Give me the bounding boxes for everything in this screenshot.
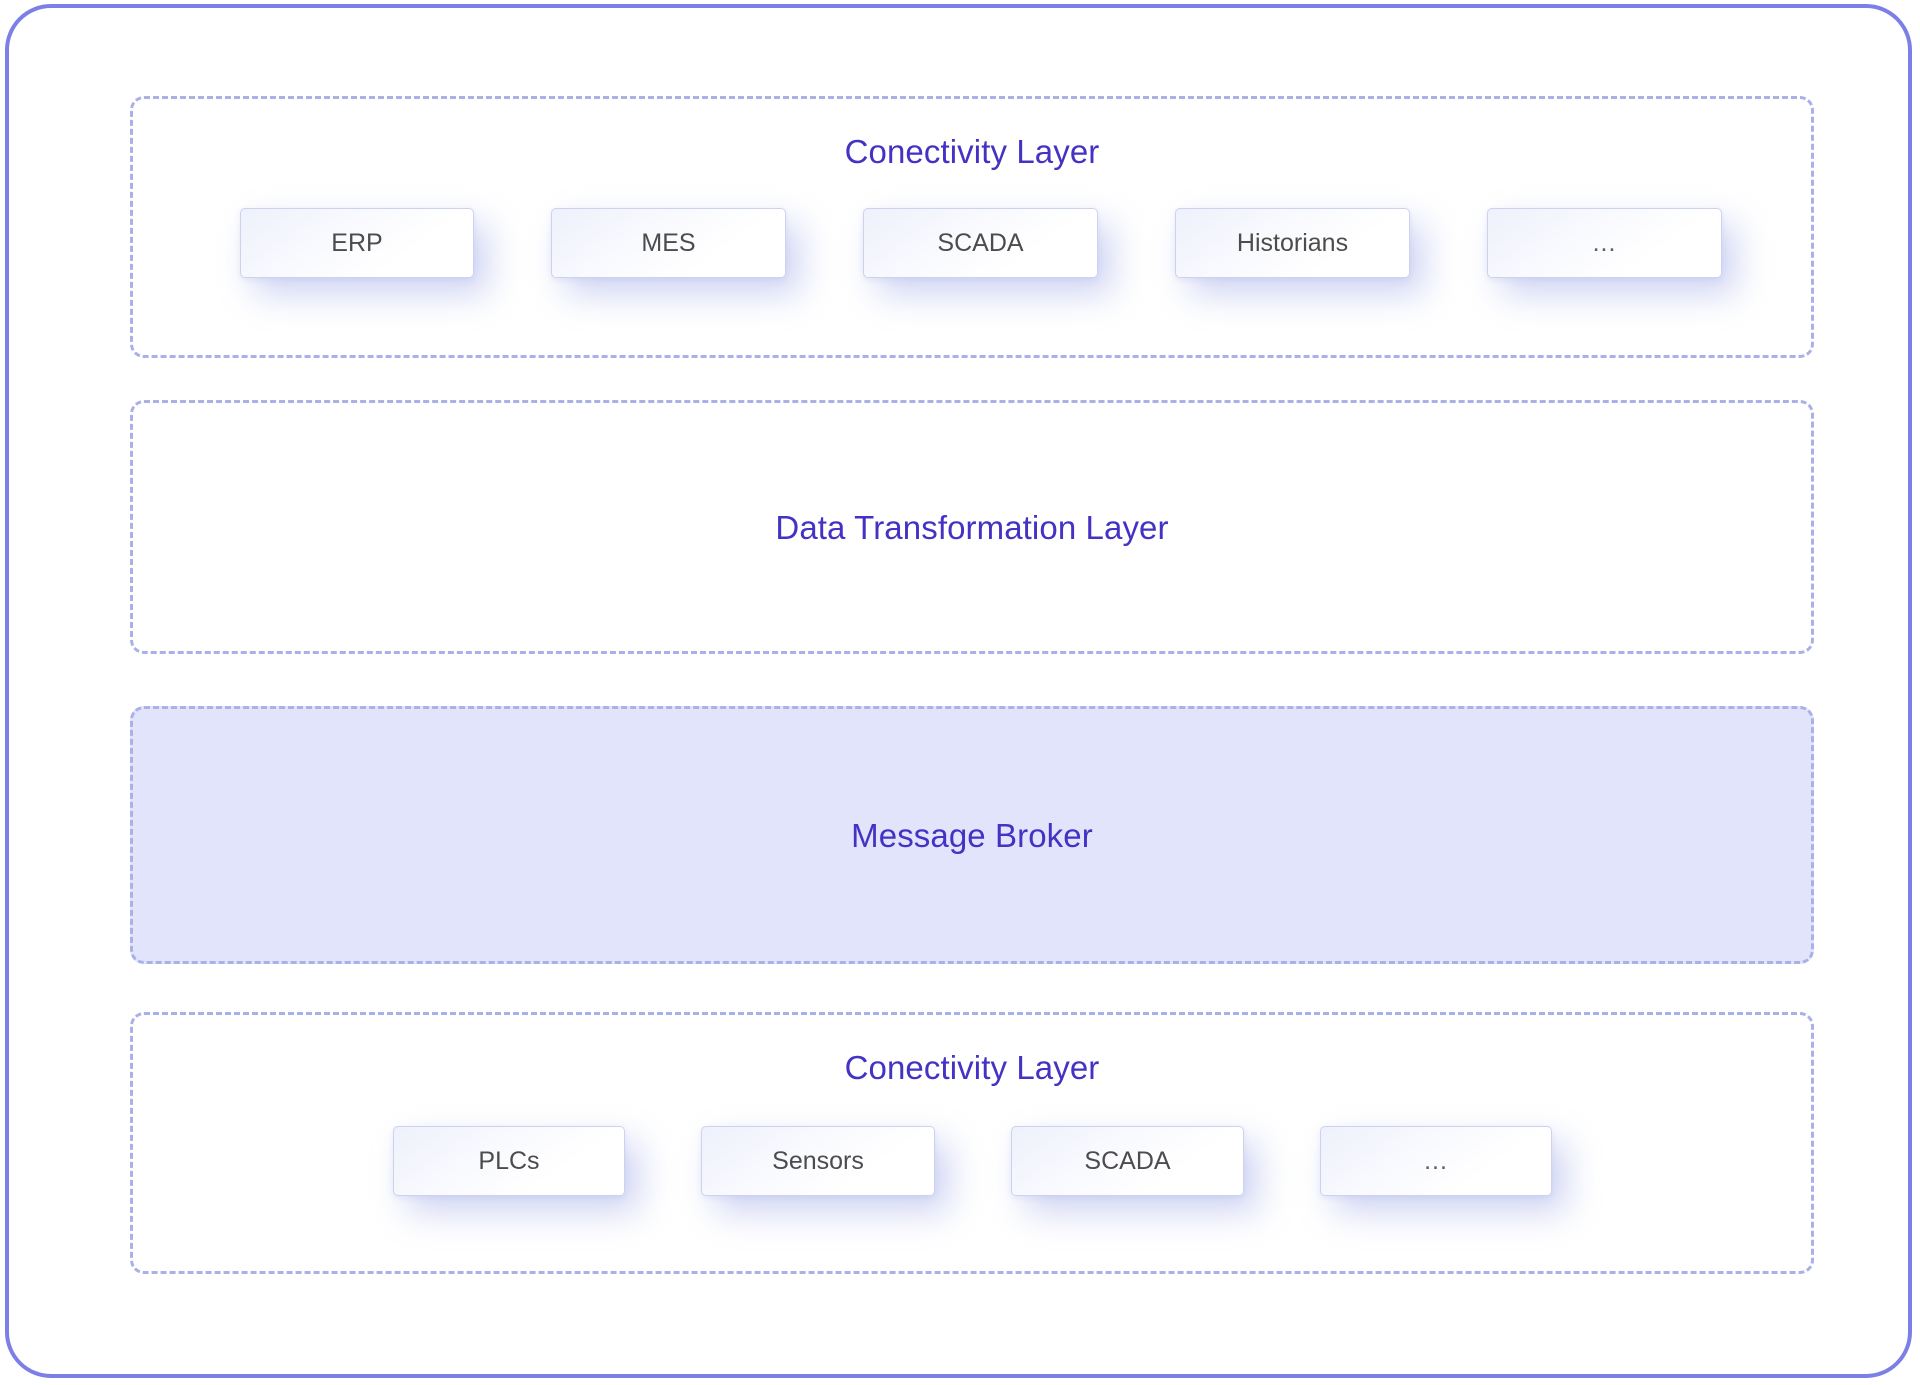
node-more-bottom[interactable]: ... bbox=[1320, 1126, 1552, 1196]
node-scada-bottom-label: SCADA bbox=[1084, 1146, 1171, 1175]
layer-message-broker[interactable]: Message Broker bbox=[130, 706, 1814, 964]
node-plcs[interactable]: PLCs bbox=[393, 1126, 625, 1196]
layer-title-connectivity-bottom: Conectivity Layer bbox=[844, 1049, 1100, 1086]
node-mes-label: MES bbox=[641, 228, 696, 257]
node-historians[interactable]: Historians bbox=[1175, 208, 1410, 278]
node-row-bottom: PLCs Sensors SCADA ... bbox=[133, 1126, 1811, 1196]
node-scada-bottom[interactable]: SCADA bbox=[1011, 1126, 1244, 1196]
node-sensors-label: Sensors bbox=[772, 1146, 864, 1175]
layer-data-transformation[interactable]: Data Transformation Layer bbox=[130, 400, 1814, 654]
layer-title-connectivity-top: Conectivity Layer bbox=[844, 133, 1100, 170]
node-scada-top-label: SCADA bbox=[937, 228, 1024, 257]
layer-gap-2 bbox=[130, 654, 1814, 706]
node-sensors[interactable]: Sensors bbox=[701, 1126, 935, 1196]
node-mes[interactable]: MES bbox=[551, 208, 786, 278]
node-erp-label: ERP bbox=[331, 228, 383, 257]
node-historians-label: Historians bbox=[1236, 228, 1349, 257]
node-more-bottom-label: ... bbox=[1424, 1146, 1448, 1175]
node-more-top-label: ... bbox=[1592, 228, 1617, 257]
node-erp[interactable]: ERP bbox=[240, 208, 474, 278]
layer-connectivity-bottom[interactable]: Conectivity Layer PLCs Sensors SCADA ... bbox=[130, 1012, 1814, 1274]
layer-stack: Conectivity Layer ERP MES SCADA Historia… bbox=[130, 96, 1814, 1301]
layer-title-message-broker: Message Broker bbox=[851, 816, 1093, 854]
diagram-frame: Conectivity Layer ERP MES SCADA Historia… bbox=[5, 4, 1912, 1378]
layer-gap-1 bbox=[130, 358, 1814, 400]
node-scada-top[interactable]: SCADA bbox=[863, 208, 1098, 278]
layer-gap-3 bbox=[130, 964, 1814, 1012]
node-more-top[interactable]: ... bbox=[1487, 208, 1722, 278]
node-row-top: ERP MES SCADA Historians ... bbox=[133, 208, 1811, 278]
layer-title-data-transformation: Data Transformation Layer bbox=[775, 508, 1169, 546]
layer-connectivity-top[interactable]: Conectivity Layer ERP MES SCADA Historia… bbox=[130, 96, 1814, 358]
node-plcs-label: PLCs bbox=[478, 1146, 540, 1175]
